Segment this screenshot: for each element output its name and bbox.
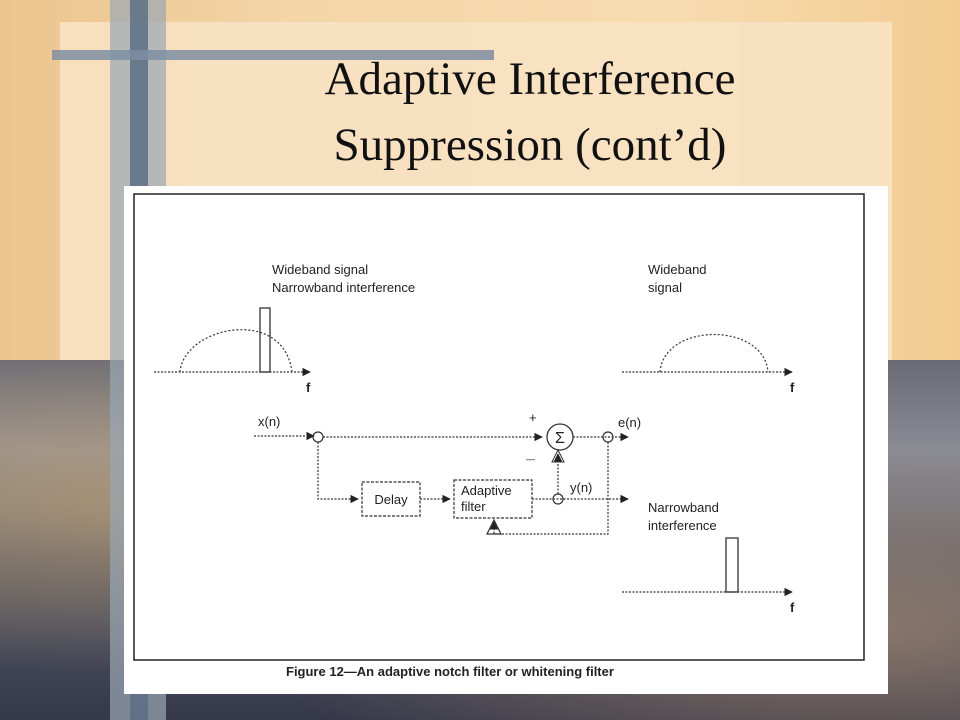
adaptive-filter-label-line1: Adaptive xyxy=(461,483,512,498)
adaptive-filter-block xyxy=(453,479,533,519)
summer-minus-sign: — xyxy=(526,454,535,464)
interference-label-line1: Narrowband xyxy=(648,500,719,515)
figure-card: Wideband signal Narrowband interference … xyxy=(124,186,888,694)
adaptive-filter-label-line2: filter xyxy=(461,499,486,514)
figure-frame xyxy=(133,193,865,661)
interference-spectrum: Narrowband interference f xyxy=(622,500,795,615)
input-spectrum-axis-label: f xyxy=(306,380,311,395)
delay-branch-line xyxy=(317,442,359,504)
output-wideband-curve xyxy=(659,334,769,373)
summer-symbol: Σ xyxy=(555,430,565,447)
interference-spike xyxy=(725,537,739,593)
input-spectrum-label-line2: Narrowband interference xyxy=(272,280,415,295)
input-spectrum: Wideband signal Narrowband interference … xyxy=(154,262,415,395)
delay-block xyxy=(361,481,421,517)
output-spectrum-label-line1: Wideband xyxy=(648,262,707,277)
input-spectrum-label-line1: Wideband signal xyxy=(272,262,368,277)
interference-axis-label: f xyxy=(790,600,795,615)
output-spectrum-axis-label: f xyxy=(790,380,795,395)
delay-block-label: Delay xyxy=(374,492,408,507)
input-branch-node xyxy=(312,431,324,443)
figure-caption: Figure 12—An adaptive notch filter or wh… xyxy=(286,664,614,679)
input-signal-label: x(n) xyxy=(258,414,280,429)
error-feedback-line xyxy=(489,442,609,535)
signal-flow: x(n) Σ + — e(n) Delay Adaptive filter xyxy=(254,410,641,535)
input-narrowband-spike xyxy=(259,307,271,373)
summer-input-arrow-marker xyxy=(551,448,565,463)
error-signal-label: e(n) xyxy=(618,415,641,430)
filter-output-label: y(n) xyxy=(570,480,592,495)
feedback-arrow-marker xyxy=(486,518,502,535)
output-spectrum: Wideband signal f xyxy=(622,262,795,395)
slide-title-line2: Suppression (cont’d) xyxy=(333,119,727,171)
interference-label-line2: interference xyxy=(648,518,717,533)
slide-title-line1: Adaptive Interference xyxy=(324,53,736,105)
slide-title: Adaptive Interference Suppression (cont’… xyxy=(130,46,930,178)
block-diagram: Wideband signal Narrowband interference … xyxy=(133,193,865,679)
decor-horizontal-bar xyxy=(52,50,494,60)
input-wideband-curve xyxy=(179,329,293,373)
output-spectrum-label-line2: signal xyxy=(648,280,682,295)
summer-plus-sign: + xyxy=(529,410,537,425)
